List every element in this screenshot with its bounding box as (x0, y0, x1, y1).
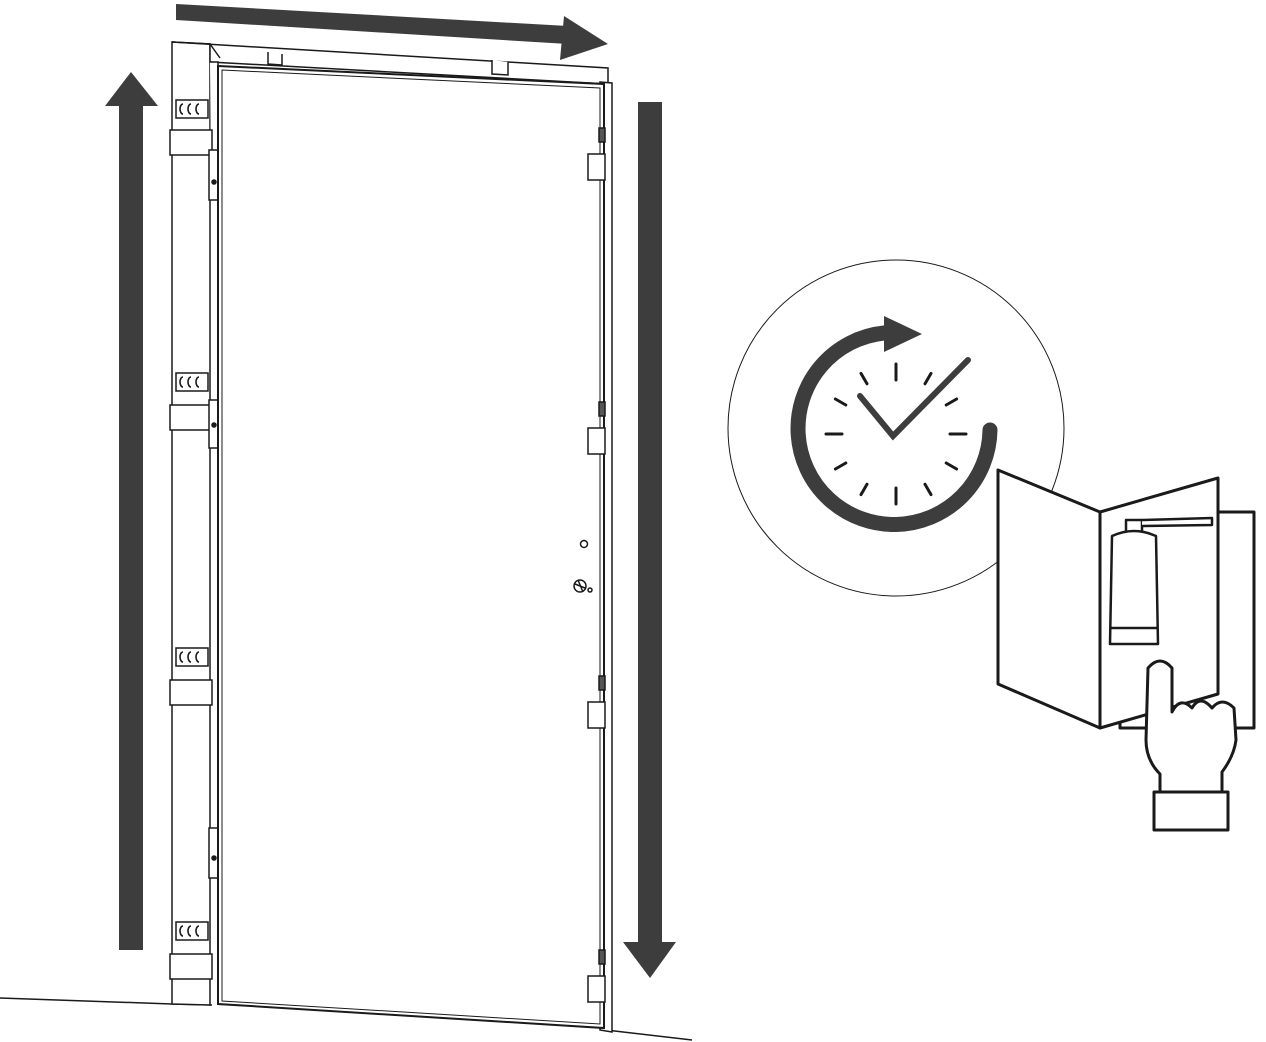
clock-tick (833, 461, 848, 471)
anchor-block (169, 953, 213, 980)
checkmark-icon (857, 357, 971, 441)
clock-tick (833, 397, 848, 407)
screw-plate (175, 921, 209, 941)
screw-plate (175, 647, 209, 667)
clock-icon (790, 316, 998, 532)
anchor-block (169, 679, 213, 706)
right-arrow (623, 102, 676, 978)
top-arrow (176, 4, 608, 60)
spray-bottle-icon (1108, 516, 1214, 646)
clock-ticks (824, 362, 968, 506)
left-arrow (105, 72, 158, 950)
door-leaf-icon (217, 64, 605, 1030)
door-lock-icon (573, 539, 593, 593)
clock-tick (944, 461, 959, 471)
screw-plate (175, 372, 209, 392)
clock-tick (859, 482, 869, 497)
anchor-block (169, 404, 213, 431)
clock-tick (923, 482, 933, 497)
screw-plate (175, 99, 209, 119)
left-jamb-hardware (169, 99, 213, 980)
clock-tick (944, 397, 959, 407)
clock-tick (859, 371, 869, 386)
screw-heads (179, 103, 200, 937)
clock-badge (727, 259, 1065, 597)
clock-tick (923, 371, 933, 386)
right-jamb-hardware (587, 127, 606, 1003)
anchor-block (169, 129, 213, 156)
pointing-hand-icon (1144, 659, 1238, 832)
refresh-arrow-icon (790, 325, 998, 532)
